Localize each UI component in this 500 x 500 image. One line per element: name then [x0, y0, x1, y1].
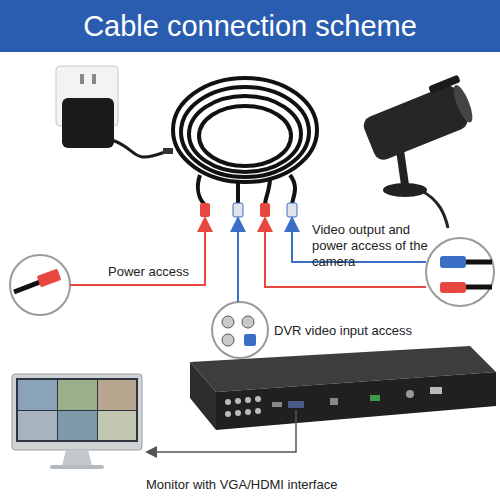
monitor-stand: [62, 450, 92, 466]
cable-tail: [265, 178, 270, 205]
dc-plug: [163, 148, 173, 154]
adapter-cord: [112, 140, 165, 157]
plug-cable: [14, 282, 40, 292]
bnc-port: [222, 316, 234, 328]
camera-lens: [450, 83, 476, 125]
zoom-circle: [10, 255, 70, 315]
vga-line: [148, 410, 296, 452]
hdmi-port: [272, 402, 282, 407]
vga-port: [288, 401, 304, 408]
adapter-body: [62, 98, 114, 148]
monitor-frame: [12, 374, 142, 450]
bnc-port: [242, 316, 254, 328]
power-port: [406, 390, 414, 398]
bnc-connector: [440, 256, 466, 268]
callout-label: DVR video input access: [274, 323, 464, 339]
zoom-circle: [426, 238, 494, 306]
cable-tail: [290, 175, 295, 205]
dc-connector: [200, 203, 210, 217]
callout-label: Monitor with VGA/HDMI interface: [146, 477, 406, 493]
dc-plug: [37, 269, 62, 288]
camera-feed: [18, 380, 57, 410]
rs485-port: [370, 395, 380, 401]
bnc-port: [245, 397, 251, 403]
title-band: [0, 0, 500, 52]
dc-connector: [440, 282, 466, 293]
diagram-title: Cable connection scheme: [0, 9, 500, 43]
power-adapter: [56, 66, 173, 157]
bnc-port: [222, 334, 234, 346]
camera-feed: [58, 380, 97, 410]
bnc-plug: [244, 334, 256, 346]
lan-port: [330, 398, 338, 405]
camera-feed: [98, 411, 136, 440]
dvr-recorder: [190, 346, 496, 430]
zoom-circle: [212, 302, 268, 358]
cable-tail: [198, 175, 205, 205]
coil-loop: [199, 106, 291, 166]
pigtail-wire: [466, 262, 492, 287]
dvr-side: [190, 362, 216, 430]
camera-feed: [58, 411, 97, 440]
coil-loop: [173, 78, 317, 182]
coil-loop: [181, 87, 309, 177]
bullet-camera: [359, 75, 478, 228]
monitor-foot: [50, 465, 104, 469]
coil-loop: [189, 96, 301, 172]
callout-label: Video output and power access of the cam…: [312, 222, 430, 270]
bnc-port: [235, 398, 241, 404]
bnc-connector: [287, 203, 297, 217]
switch: [430, 387, 442, 394]
monitor: [12, 374, 142, 469]
bnc-port: [255, 408, 261, 414]
camera-feed: [18, 411, 57, 440]
cable-coil: [173, 78, 317, 205]
bnc-port: [225, 399, 231, 405]
callout-label: Power access: [108, 264, 228, 280]
camera-mount: [400, 150, 405, 185]
bnc-port: [225, 411, 231, 417]
bnc-connector: [233, 203, 243, 217]
monitor-screen: [16, 378, 138, 442]
dvr-front: [216, 372, 496, 430]
bnc-port: [235, 410, 241, 416]
socket-hole: [80, 74, 84, 84]
cable-tail: [236, 180, 240, 205]
camera-feed: [98, 380, 136, 410]
socket-hole: [92, 74, 96, 84]
camera-pigtail: [420, 190, 448, 228]
bnc-port: [255, 396, 261, 402]
dc-connector: [260, 203, 270, 217]
video-line: [237, 220, 239, 302]
bnc-port: [245, 409, 251, 415]
